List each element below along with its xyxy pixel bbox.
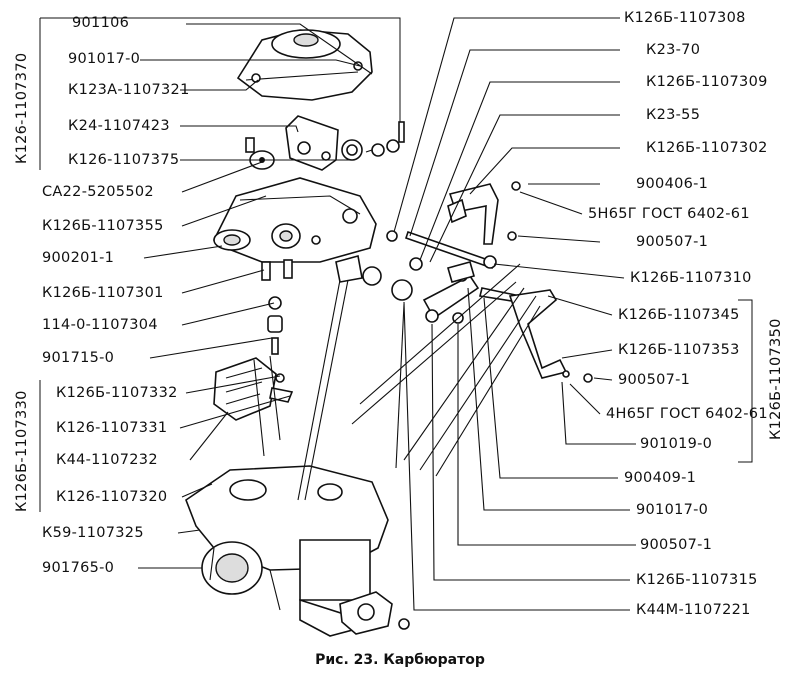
label-right-4: К126Б-1107302: [646, 140, 768, 156]
leader-lines-left: [138, 23, 373, 569]
label-right-10: К126Б-1107353: [618, 342, 740, 358]
label-right-12: 4Н65Г ГОСТ 6402-61: [606, 406, 768, 422]
label-right-5: 900406-1: [636, 176, 709, 192]
linkage-parts: [335, 181, 593, 383]
label-right-16: 900507-1: [640, 537, 713, 553]
bracket-top-left: [40, 17, 401, 130]
label-left-0: 901106: [72, 15, 130, 31]
label-right-14: 900409-1: [624, 470, 697, 486]
label-right-8: К126Б-1107310: [630, 270, 752, 286]
label-left-13: К44-1107232: [56, 452, 158, 468]
label-right-9: К126Б-1107345: [618, 307, 740, 323]
label-right-18: К44М-1107221: [636, 602, 751, 618]
label-right-6: 5Н65Г ГОСТ 6402-61: [588, 206, 750, 222]
label-left-7: 900201-1: [42, 250, 115, 266]
float-part: [213, 357, 294, 421]
needle-valve-parts: [267, 296, 283, 355]
label-left-11: К126Б-1107332: [56, 385, 178, 401]
label-left-16: 901765-0: [42, 560, 115, 576]
label-right-2: К126Б-1107309: [646, 74, 768, 90]
label-left-8: К126Б-1107301: [42, 285, 164, 301]
label-right-3: К23-55: [646, 107, 701, 123]
carburetor-body-part: [212, 177, 377, 281]
group-label-bottom-left: К126Б-1107330: [14, 390, 30, 512]
label-left-2: К123А-1107321: [68, 82, 190, 98]
throttle-lever-part: [339, 591, 410, 635]
fitting-part: [245, 137, 275, 170]
label-right-0: К126Б-1107308: [624, 10, 746, 26]
label-left-4: К126-1107375: [68, 152, 180, 168]
group-label-top-left: К126-1107370: [14, 52, 30, 164]
label-left-1: 901017-0: [68, 51, 141, 67]
bracket-right: [738, 299, 753, 463]
figure-caption: Рис. 23. Карбюратор: [315, 652, 485, 668]
label-right-15: 901017-0: [636, 502, 709, 518]
label-right-17: К126Б-1107315: [636, 572, 758, 588]
label-left-5: СА22-5205502: [42, 184, 154, 200]
cover-part: [236, 29, 373, 101]
cover-screws: [365, 121, 405, 157]
label-left-3: К24-1107423: [68, 118, 170, 134]
assembly-guide-lines: [253, 263, 541, 501]
leader-lines-right: [393, 17, 636, 611]
label-left-10: 901715-0: [42, 350, 115, 366]
label-right-7: 900507-1: [636, 234, 709, 250]
label-left-14: К126-1107320: [56, 489, 168, 505]
label-left-15: К59-1107325: [42, 525, 144, 541]
label-right-1: К23-70: [646, 42, 701, 58]
label-left-9: 114-0-1107304: [42, 317, 158, 333]
group-label-right: К126Б-1107350: [768, 318, 784, 440]
gasket-part: [285, 115, 339, 171]
label-right-13: 901019-0: [640, 436, 713, 452]
label-left-6: К126Б-1107355: [42, 218, 164, 234]
mixing-chamber-part: [185, 465, 389, 637]
label-right-11: 900507-1: [618, 372, 691, 388]
label-left-12: К126-1107331: [56, 420, 168, 436]
